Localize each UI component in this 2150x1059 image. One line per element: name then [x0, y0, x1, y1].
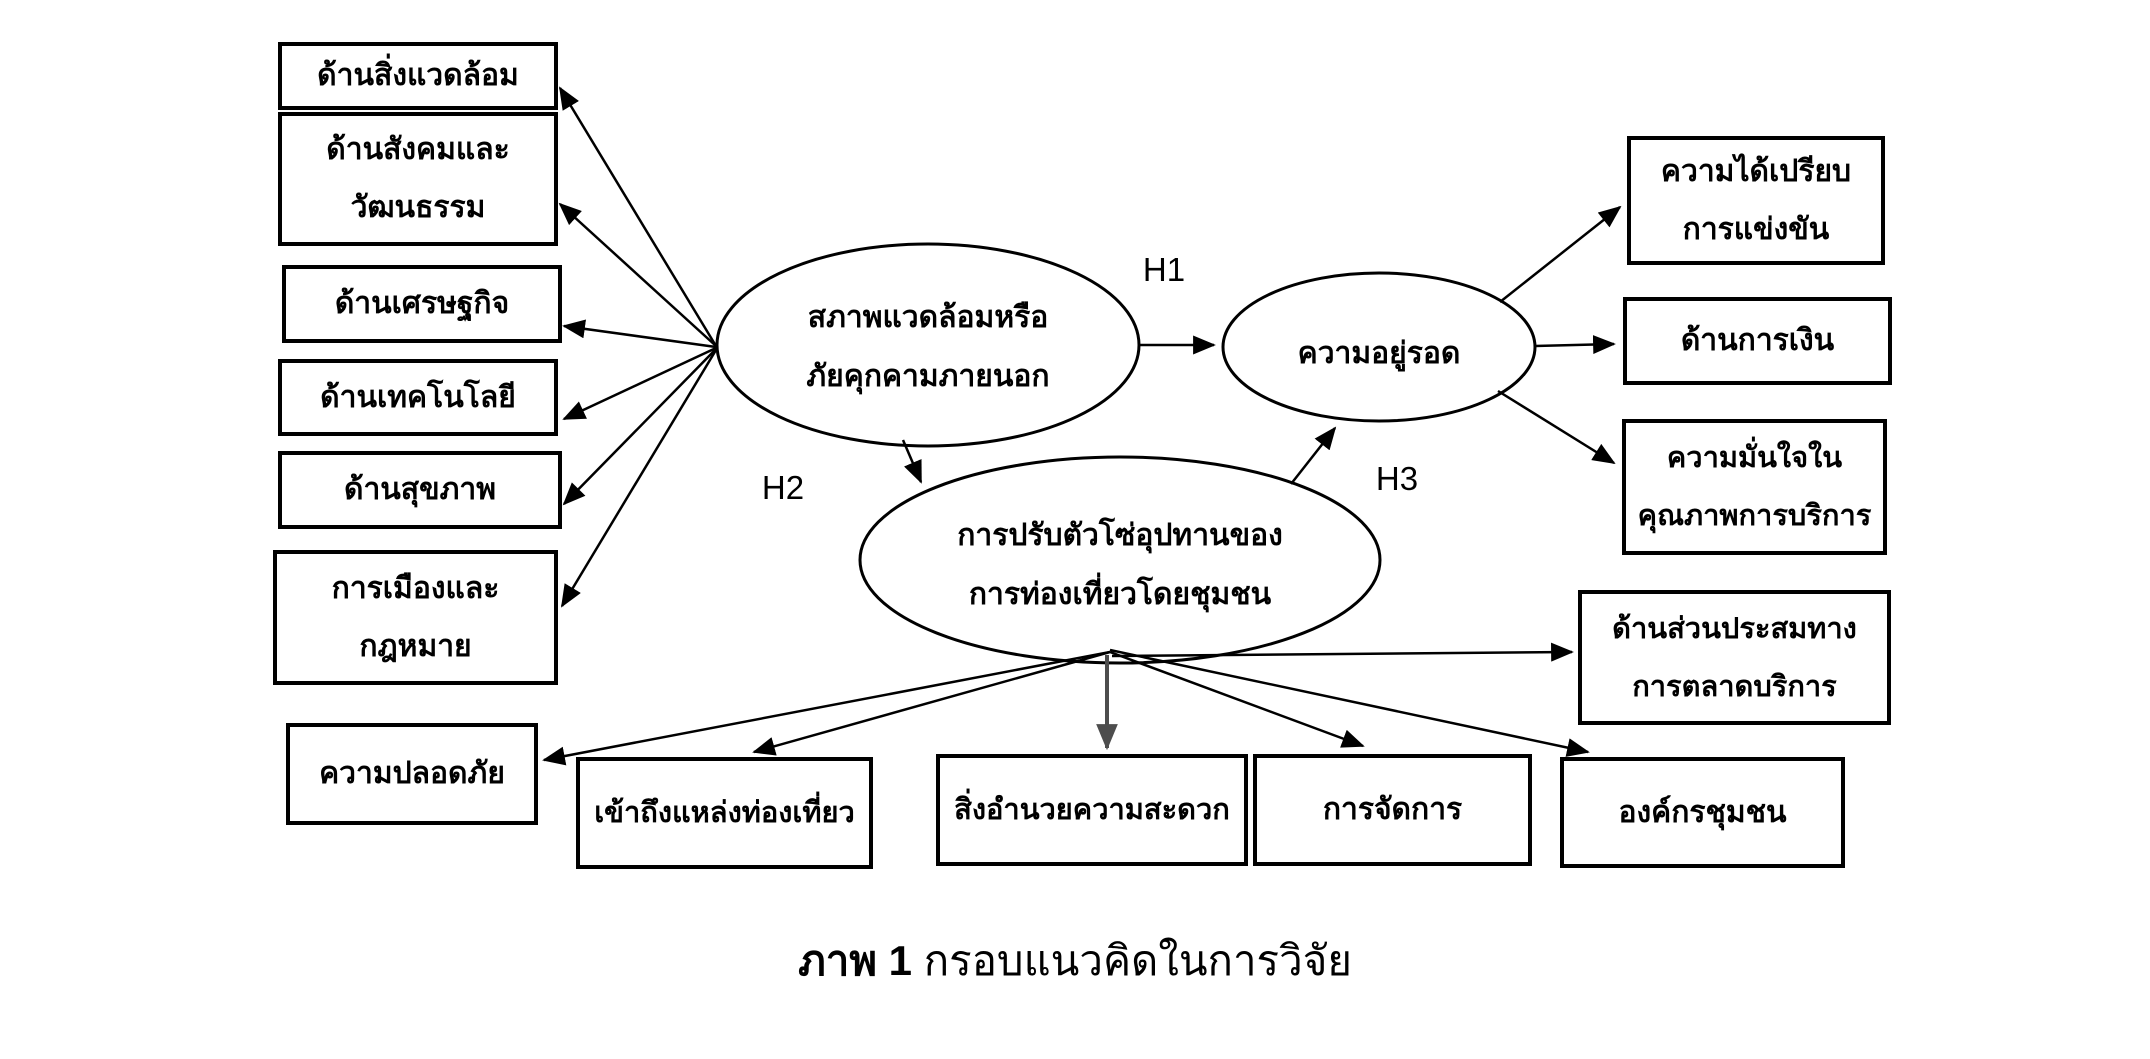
figure-caption: ภาพ 1 กรอบแนวคิดในการวิจัย	[0, 928, 2150, 994]
indicator-label: เข้าถึงแหล่งท่องเที่ยว	[594, 797, 855, 829]
indicator-label: กฎหมาย	[359, 629, 472, 663]
latent-label-line: ภัยคุกคามภายนอก	[806, 360, 1050, 393]
latent-label-line: สภาพแวดล้อมหรือ	[807, 301, 1049, 334]
hypothesis-label-h1: H1	[1142, 251, 1186, 288]
latent-label-adaptation: การปรับตัวโซ่อุปทานของ การท่องเที่ยวโดยช…	[890, 506, 1350, 624]
indicator-box-community-org: องค์กรชุมชน	[1560, 757, 1845, 868]
indicator-box-economic: ด้านเศรษฐกิจ	[282, 265, 562, 343]
indicator-box-financial: ด้านการเงิน	[1623, 297, 1892, 385]
indicator-label: ด้านส่วนประสมทาง	[1612, 612, 1857, 645]
arrow-threat-to-technology	[562, 346, 717, 421]
indicator-box-safety: ความปลอดภัย	[286, 723, 538, 825]
arrow-threat-to-social-culture	[558, 202, 717, 347]
arrow-h3-adaptation-to-survival	[1290, 426, 1337, 485]
indicator-box-politics-law: การเมืองและ กฎหมาย	[273, 550, 558, 685]
indicator-box-social-culture: ด้านสังคมและ วัฒนธรรม	[278, 112, 558, 246]
indicator-label: สิ่งอำนวยความสะดวก	[954, 794, 1230, 826]
figure-caption-number: ภาพ 1	[798, 937, 913, 984]
indicator-box-technology: ด้านเทคโนโลยี	[278, 359, 558, 436]
arrow-survival-to-service-quality	[1497, 389, 1616, 465]
indicator-label: วัฒนธรรม	[350, 191, 486, 224]
arrow-adaptation-to-safety	[542, 650, 1111, 766]
indicator-label: ด้านการเงิน	[1680, 324, 1835, 357]
arrow-threat-to-politics-law	[560, 349, 718, 608]
indicator-label: ด้านสังคมและ	[326, 133, 510, 166]
arrow-adaptation-to-marketing-mix	[1111, 642, 1574, 662]
indicator-label: ด้านเศรษฐกิจ	[334, 287, 510, 320]
arrow-h2-threat-to-adaptation	[901, 439, 923, 484]
indicator-box-service-quality: ความมั่นใจใน คุณภาพการบริการ	[1622, 419, 1887, 555]
arrow-threat-to-environment	[558, 86, 718, 347]
latent-label-line: การท่องเที่ยวโดยชุมชน	[968, 578, 1272, 611]
latent-label-survival: ความอยู่รอด	[1249, 324, 1509, 383]
indicator-box-health: ด้านสุขภาพ	[278, 451, 562, 529]
indicator-box-environment: ด้านสิ่งแวดล้อม	[278, 42, 558, 110]
hypothesis-label-h2: H2	[761, 469, 805, 506]
indicator-box-facilities: สิ่งอำนวยความสะดวก	[936, 754, 1248, 866]
indicator-label: ด้านสิ่งแวดล้อม	[317, 59, 519, 92]
indicator-label: ความปลอดภัย	[319, 757, 505, 790]
indicator-label: การแข่งขัน	[1682, 212, 1830, 246]
indicator-label: คุณภาพการบริการ	[1637, 500, 1872, 532]
latent-ellipse-adaptation	[858, 455, 1382, 665]
arrow-survival-to-financial	[1534, 335, 1616, 355]
hypothesis-label-h3: H3	[1375, 460, 1419, 497]
indicator-box-access: เข้าถึงแหล่งท่องเที่ยว	[576, 757, 873, 869]
arrow-adaptation-to-management	[1109, 650, 1365, 748]
indicator-label: ด้านสุขภาพ	[343, 473, 497, 506]
arrow-survival-to-competitive-advantage	[1499, 205, 1622, 303]
indicator-label: การจัดการ	[1322, 793, 1463, 826]
arrow-threat-to-health	[562, 348, 717, 506]
indicator-label: ด้านเทคโนโลยี	[320, 380, 516, 414]
latent-label-external-threat: สภาพแวดล้อมหรือ ภัยคุกคามภายนอก	[733, 288, 1123, 406]
indicator-label: การเมืองและ	[331, 571, 500, 605]
indicator-label: ความมั่นใจใน	[1666, 442, 1843, 474]
latent-label-line: ความอยู่รอด	[1297, 337, 1461, 370]
latent-label-line: การปรับตัวโซ่อุปทานของ	[957, 519, 1283, 552]
indicator-box-marketing-mix: ด้านส่วนประสมทาง การตลาดบริการ	[1578, 590, 1891, 725]
indicator-label: การตลาดบริการ	[1632, 670, 1837, 703]
arrow-adaptation-to-access	[752, 650, 1111, 756]
figure-caption-title: กรอบแนวคิดในการวิจัย	[923, 937, 1352, 984]
indicator-label: ความได้เปรียบ	[1660, 154, 1852, 188]
indicator-box-competitive-advantage: ความได้เปรียบ การแข่งขัน	[1627, 136, 1885, 265]
latent-ellipse-external-threat	[715, 242, 1141, 448]
arrow-threat-to-economic	[562, 319, 717, 349]
indicator-box-management: การจัดการ	[1253, 754, 1532, 866]
latent-ellipse-survival	[1221, 271, 1537, 423]
arrow-adaptation-to-community-org	[1109, 648, 1590, 757]
indicator-label: องค์กรชุมชน	[1618, 795, 1787, 829]
